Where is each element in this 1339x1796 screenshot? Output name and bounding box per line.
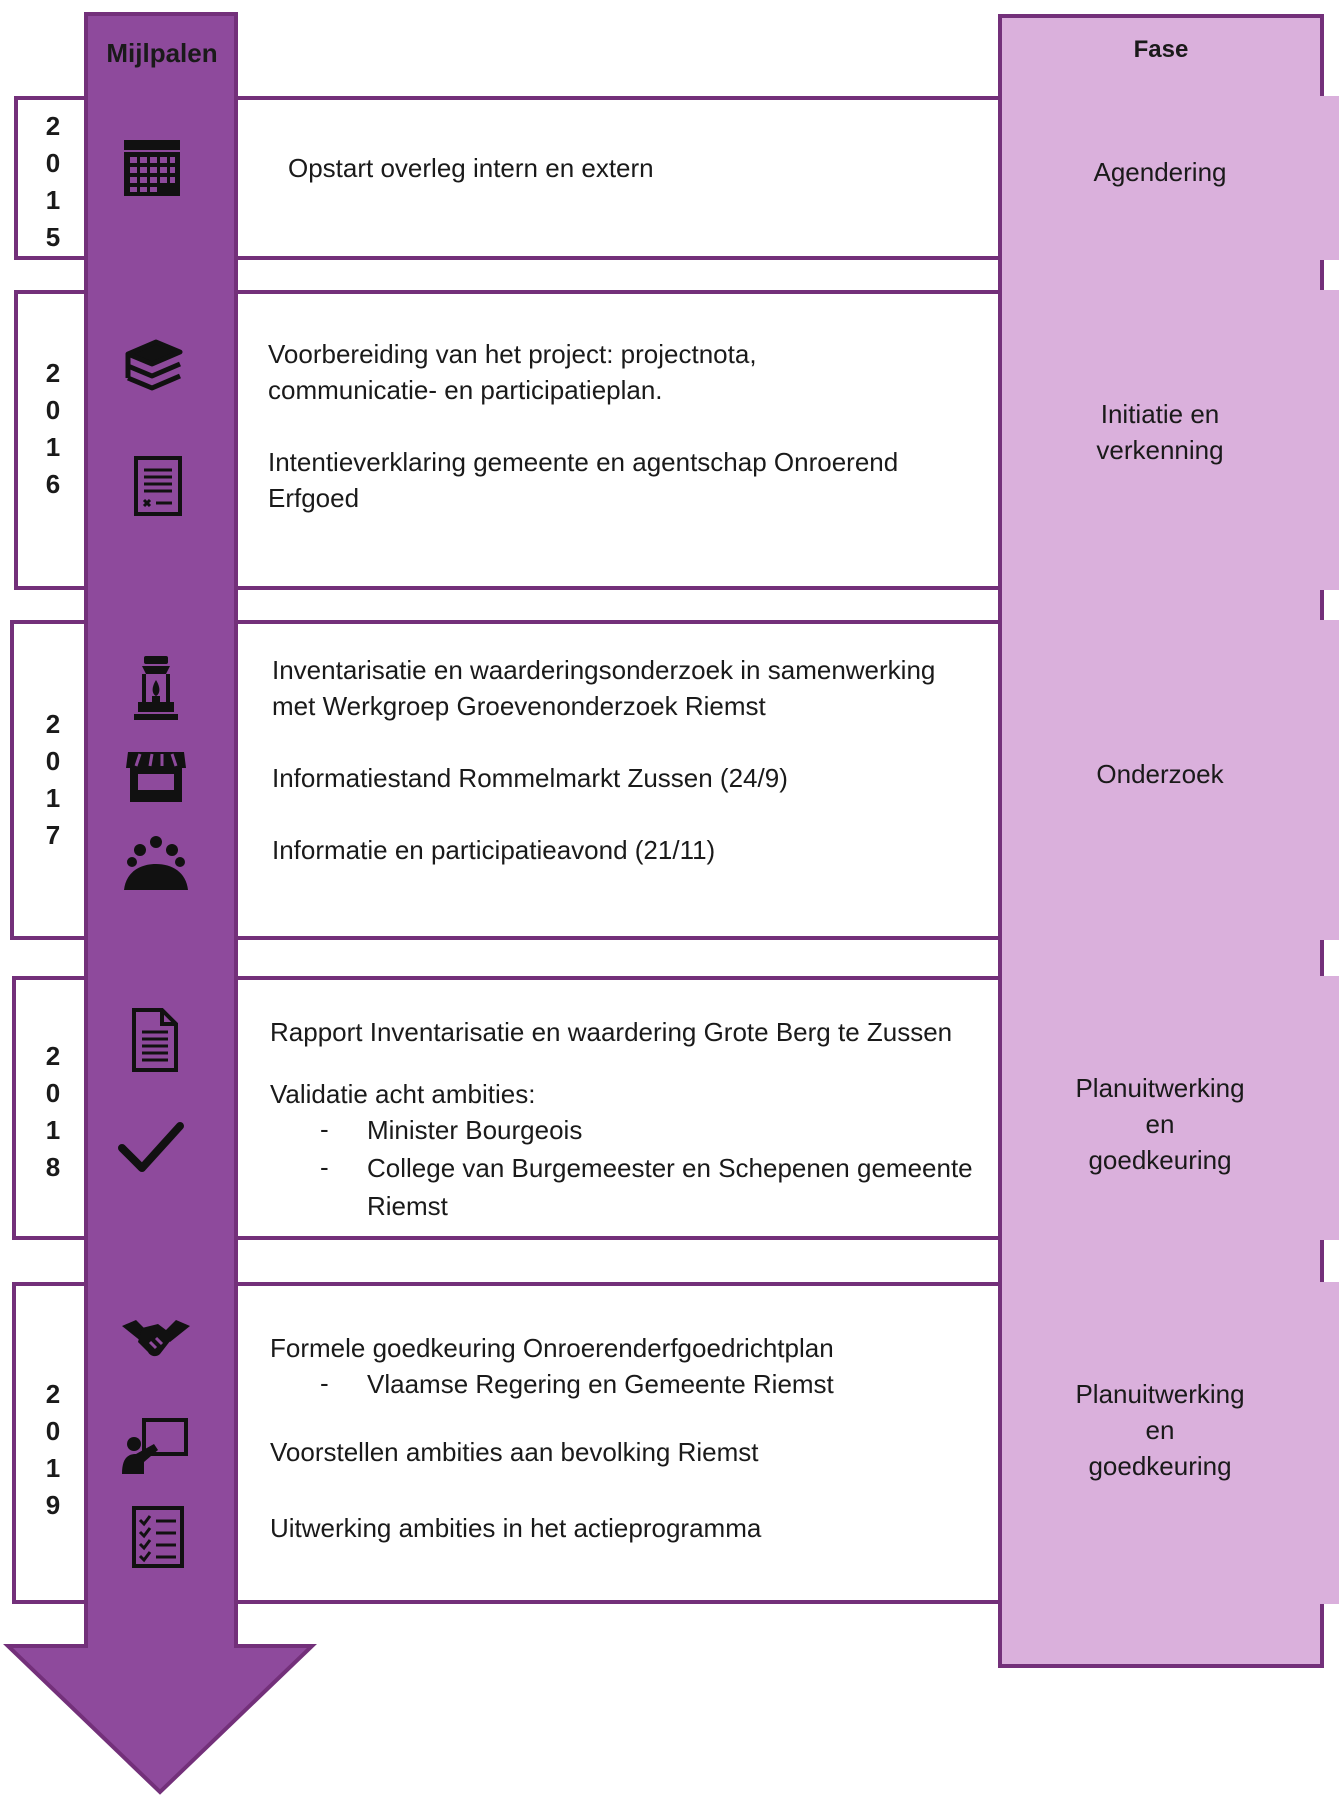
bullet-text: Vlaamse Regering en Gemeente Riemst [367, 1369, 834, 1399]
mijlpalen-header: Mijlpalen [106, 38, 218, 68]
milestone-text: Opstart overleg intern en extern [288, 153, 654, 183]
milestone-text: Voorstellen ambities aan bevolking Riems… [270, 1437, 759, 1467]
milestone-text: Erfgoed [268, 483, 360, 513]
fase-onderzoek: Onderzoek [1096, 759, 1224, 789]
fase-agendering: Agendering [1093, 157, 1227, 187]
presentation-icon [120, 1410, 192, 1482]
calendar-icon [116, 132, 188, 204]
bullet-text: College van Burgemeester en Schepenen ge… [367, 1153, 973, 1183]
milestone-text: Inventarisatie en waarderingsonderzoek i… [272, 655, 936, 685]
bullet-mark: - [320, 1152, 329, 1182]
milestone-text: Informatie en participatieavond (21/11) [272, 835, 716, 865]
milestone-text: Rapport Inventarisatie en waardering Gro… [270, 1017, 953, 1047]
books-icon [118, 332, 190, 404]
contract-icon [122, 450, 194, 522]
milestone-text: Informatiestand Rommelmarkt Zussen (24/9… [272, 763, 788, 793]
milestone-text: Formele goedkeuring Onroerenderfgoedrich… [270, 1333, 834, 1363]
bullet-mark: - [320, 1114, 329, 1144]
bullet-text: Riemst [367, 1191, 448, 1221]
milestone-text: Voorbereiding van het project: projectno… [268, 339, 757, 369]
milestone-text: Validatie acht ambities: [270, 1079, 536, 1109]
bullet-mark: - [320, 1368, 329, 1398]
document-icon [118, 1004, 190, 1076]
audience-icon [120, 826, 192, 898]
handshake-icon [120, 1306, 192, 1378]
fase-header: Fase [1133, 36, 1189, 63]
milestone-text: Uitwerking ambities in het actieprogramm… [270, 1513, 762, 1543]
timeline-arrow [3, 12, 317, 1795]
checkmark-icon [114, 1110, 186, 1182]
milestone-text: communicatie- en participatieplan. [268, 375, 663, 405]
checklist-icon [122, 1500, 194, 1572]
milestone-text: met Werkgroep Groevenonderzoek Riemst [272, 691, 766, 721]
lantern-icon [120, 652, 192, 724]
milestone-text: Intentieverklaring gemeente en agentscha… [268, 447, 899, 477]
bullet-text: Minister Bourgeois [367, 1115, 583, 1145]
market-stall-icon [120, 740, 192, 812]
